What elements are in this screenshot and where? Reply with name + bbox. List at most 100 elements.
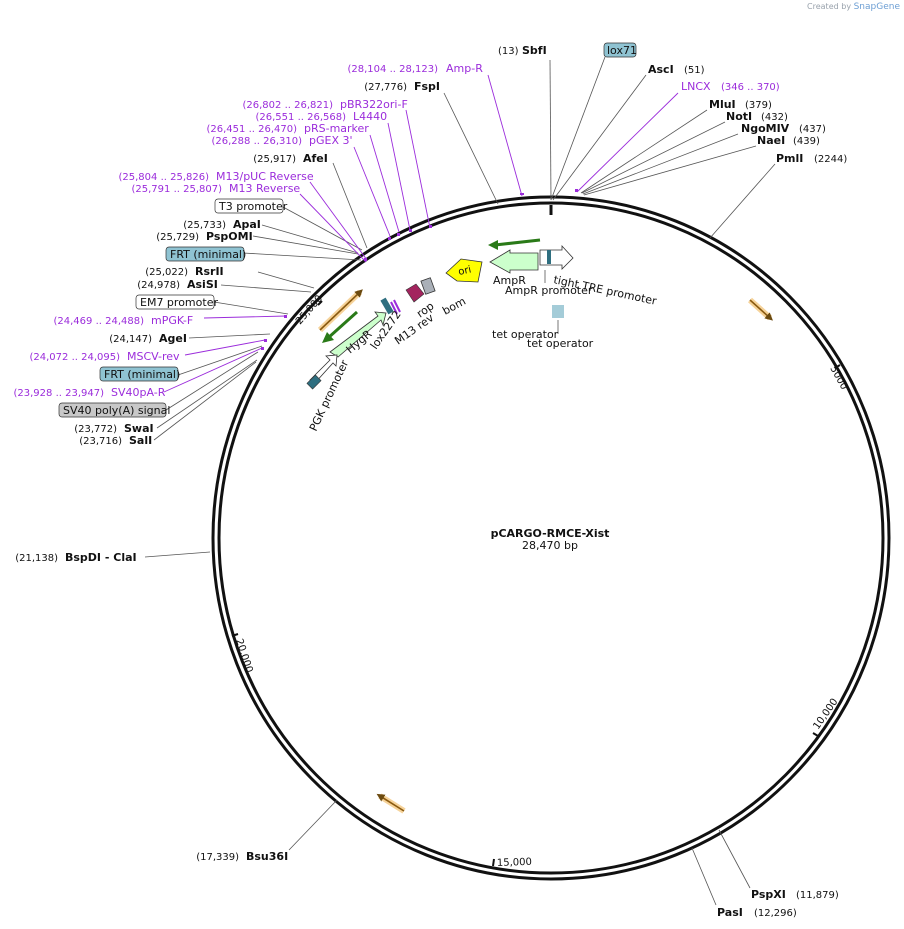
- tick-mark-10000: [812, 732, 819, 737]
- enzyme-asci: AscI: [648, 63, 674, 76]
- primer-m13-puc-range: (25,804 .. 25,826): [119, 172, 210, 183]
- enzyme-rsrii: RsrII: [195, 265, 224, 278]
- primer-pbr322ori-f-range: (26,802 .. 26,821): [243, 100, 334, 111]
- leader-pbr322ori-f: [405, 109, 431, 229]
- leader-prs-marker: [369, 134, 400, 233]
- feature-bom: bom: [440, 295, 468, 318]
- feature-ampr: AmpR: [493, 274, 526, 287]
- m13-rev-mark: [390, 301, 398, 315]
- primer-sv40pa-r-range: (23,928 .. 23,947): [14, 388, 105, 399]
- leader-mpgk-f: [203, 315, 287, 319]
- feature-t3-promoter: T3 promoter: [218, 200, 288, 213]
- leader-frt2: [177, 345, 263, 376]
- leader-m13-rev: [299, 193, 367, 263]
- primer-tick-amp-r: [520, 193, 524, 195]
- primer-pgex3: pGEX 3': [309, 134, 353, 147]
- leader-lox71: [550, 56, 606, 201]
- enzyme-apai-pos: (25,733): [183, 220, 226, 231]
- enzyme-swai: SwaI: [124, 422, 154, 435]
- feature-frt-minimal-2: FRT (minimal): [104, 368, 180, 381]
- enzyme-swai-pos: (23,772): [74, 424, 117, 435]
- leader-t3: [282, 206, 363, 251]
- primer-l4440-range: (26,551 .. 26,568): [256, 112, 347, 123]
- leader-apai: [261, 224, 359, 254]
- enzyme-sbfi: SbfI: [522, 44, 547, 57]
- leader-sali: [153, 361, 257, 441]
- primer-pbr322ori-f: pBR322ori-F: [340, 98, 408, 111]
- enzyme-sali-pos: (23,716): [79, 436, 122, 447]
- leader-afei: [332, 162, 368, 249]
- tick-label-20000: 20,000: [233, 638, 254, 675]
- feature-ampr-promoter: AmpR promoter: [505, 284, 593, 297]
- leader-rsrii: [257, 271, 315, 289]
- enzyme-ngomiv-pos: (437): [799, 124, 826, 135]
- enzyme-bsu36i: Bsu36I: [246, 850, 288, 863]
- ori-arrow: [445, 258, 483, 283]
- leader-sbfi: [549, 59, 552, 201]
- feature-ori: ori: [457, 264, 472, 277]
- primer-sv40pa-r: SV40pA-R: [111, 386, 166, 399]
- feature-tet-operator-1: tet operator: [492, 328, 559, 341]
- m13-rev-mark: [393, 299, 401, 313]
- tick-mark-25000: [317, 300, 323, 306]
- enzyme-pspomi: PspOMI: [206, 230, 253, 243]
- enzyme-naei: NaeI: [757, 134, 785, 147]
- watermark-prefix: Created by: [807, 2, 852, 11]
- leader-agei: [188, 333, 271, 339]
- leader-bsu36i: [288, 799, 338, 851]
- leader-swai: [156, 359, 258, 429]
- ampr-arrow: [489, 249, 539, 274]
- sv40-polya-box: [58, 402, 167, 418]
- lox2272-block: [380, 297, 394, 315]
- feature-em7-promoter: EM7 promoter: [140, 296, 218, 309]
- tick-mark-20000: [231, 633, 239, 637]
- orf-arrow-25000-line: [319, 289, 363, 331]
- tet-operator-block: [547, 250, 551, 264]
- leader-l4440: [387, 122, 411, 231]
- primer-amp-r-range: (28,104 .. 28,123): [348, 64, 439, 75]
- enzyme-agei-pos: (24,147): [109, 334, 152, 345]
- feature-tet-operator-2: tet operator: [527, 337, 594, 350]
- tick-label-5000: 5000: [827, 364, 849, 392]
- leader-pspomi: [252, 235, 359, 255]
- orf-arrow-east-line: [749, 299, 773, 321]
- enzyme-noti-pos: (432): [761, 112, 788, 123]
- feature-pgk-promoter: PGK promoter: [307, 358, 351, 434]
- leader-pasi: [691, 847, 717, 906]
- snapgene-logo: SnapGene: [853, 2, 900, 12]
- primer-m13-puc: M13/pUC Reverse: [216, 170, 314, 183]
- leader-noti: [581, 121, 726, 194]
- plasmid-length: 28,470 bp: [522, 539, 578, 552]
- primer-tick-pgex: [388, 237, 391, 240]
- leader-ngomiv: [582, 133, 739, 195]
- enzyme-apai: ApaI: [233, 218, 261, 231]
- enzyme-fspi: FspI: [414, 80, 440, 93]
- rop-arrow: [405, 283, 425, 303]
- primer-tick-mpgk: [284, 315, 287, 318]
- leader-m13-puc: [309, 181, 368, 261]
- leader-em7: [213, 301, 289, 315]
- enzyme-rsrii-pos: (25,022): [145, 267, 188, 278]
- leader-sv40: [165, 351, 259, 411]
- primer-tick-m13: [364, 258, 367, 261]
- tick-label-15000: 15,000: [497, 857, 532, 869]
- feature-frt-minimal-1: FRT (minimal): [170, 248, 246, 261]
- primer-prs-marker-range: (26,451 .. 26,470): [207, 124, 298, 135]
- enzyme-pspxi-pos: (11,879): [796, 890, 839, 901]
- enzyme-afei-pos: (25,917): [253, 154, 296, 165]
- enzyme-bspdi-pos: (21,138): [15, 553, 58, 564]
- leader-mlui: [580, 109, 708, 194]
- primer-tick-l4440: [409, 229, 412, 232]
- enzyme-asci-pos: (51): [684, 65, 705, 76]
- primer-tick-lncx: [575, 189, 578, 192]
- leader-amp-r: [487, 74, 523, 197]
- enzyme-pasi: PasI: [717, 906, 743, 919]
- primer-m13-reverse: M13 Reverse: [229, 182, 300, 195]
- primer-m13-reverse-range: (25,791 .. 25,807): [132, 184, 223, 195]
- pgk-lox-block: [306, 374, 322, 390]
- backbone-inner: [217, 201, 885, 875]
- enzyme-sali: SalI: [129, 434, 152, 447]
- enzyme-bspdi-clai: BspDI - ClaI: [65, 551, 137, 564]
- enzyme-pmli-pos: (2244): [814, 154, 847, 165]
